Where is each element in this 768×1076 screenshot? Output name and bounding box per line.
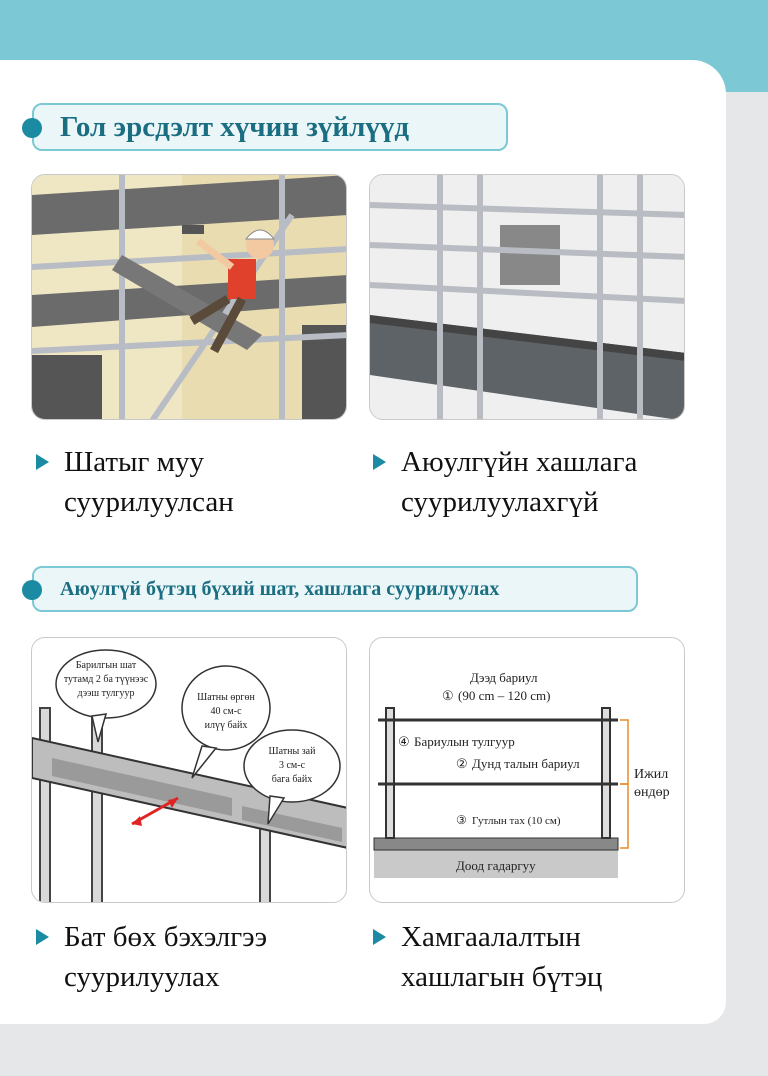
illustration-no-guardrail — [369, 174, 685, 420]
bubble-width-line3: илүү байх — [205, 720, 248, 731]
diagram-guardrail-structure: Дээд бариул ① (90 cm – 120 cm) ④ Бариулы… — [369, 637, 685, 903]
label-floor: Доод гадаргуу — [456, 858, 536, 873]
label-equal-height-line1: Ижил — [634, 767, 668, 782]
bubble-width-line1: Шатны өргөн — [197, 692, 255, 703]
label-equal-height-line2: өндөр — [634, 785, 670, 800]
caption-arrow-icon — [36, 929, 49, 945]
bullet-dot-icon — [22, 580, 42, 600]
section-title: Аюулгүй бүтэц бүхий шат, хашлага суурилу… — [60, 578, 500, 600]
caption-guardrail-structure: Хамгаалалтын хашлагын бүтэц — [373, 917, 701, 997]
caption-secure-fastening: Бат бөх бэхэлгээ суурилуулах — [36, 917, 364, 997]
label-toe-board-number: ③ — [456, 813, 467, 827]
section-title: Гол эрсдэлт хүчин зүйлүүд — [60, 111, 410, 143]
caption-no-guardrail: Аюулгүйн хашлага суурилуулахгүй — [373, 442, 701, 522]
caption-arrow-icon — [373, 454, 386, 470]
label-post-number: ④ — [398, 734, 410, 749]
label-mid-rail-number: ② — [456, 756, 468, 771]
label-toe-board: Гутлын тах (10 см) — [472, 815, 561, 827]
illustration-secure-platform: Барилгын шат тутамд 2 ба түүнээс дээш ту… — [31, 637, 347, 903]
label-post: Бариулын тулгуур — [414, 734, 515, 749]
caption-arrow-icon — [373, 929, 386, 945]
caption-arrow-icon — [36, 454, 49, 470]
bubble-support-line1: Барилгын шат — [76, 660, 137, 671]
section-heading-risk-factors: Гол эрсдэлт хүчин зүйлүүд — [22, 103, 508, 151]
label-top-rail: Дээд бариул — [470, 670, 538, 685]
section-heading-safe-installation: Аюулгүй бүтэц бүхий шат, хашлага суурилу… — [22, 566, 638, 612]
bubble-gap-line1: Шатны зай — [269, 746, 317, 757]
illustration-bad-scaffold — [31, 174, 347, 420]
bubble-width-line2: 40 см-с — [210, 706, 242, 717]
caption-bad-scaffold: Шатыг муу суурилуулсан — [36, 442, 364, 522]
bubble-gap-line2: 3 см-с — [279, 760, 306, 771]
bubble-support-line3: дээш тулгуур — [77, 688, 134, 699]
bubble-support-line2: тутамд 2 ба түүнээс — [64, 674, 149, 685]
label-top-rail-height: (90 cm – 120 cm) — [458, 688, 550, 703]
label-mid-rail: Дунд талын бариул — [472, 756, 580, 771]
bullet-dot-icon — [22, 118, 42, 138]
right-margin-strip — [726, 92, 768, 1076]
label-top-rail-number: ① — [442, 688, 454, 703]
bubble-gap-line3: бага байх — [272, 774, 312, 785]
